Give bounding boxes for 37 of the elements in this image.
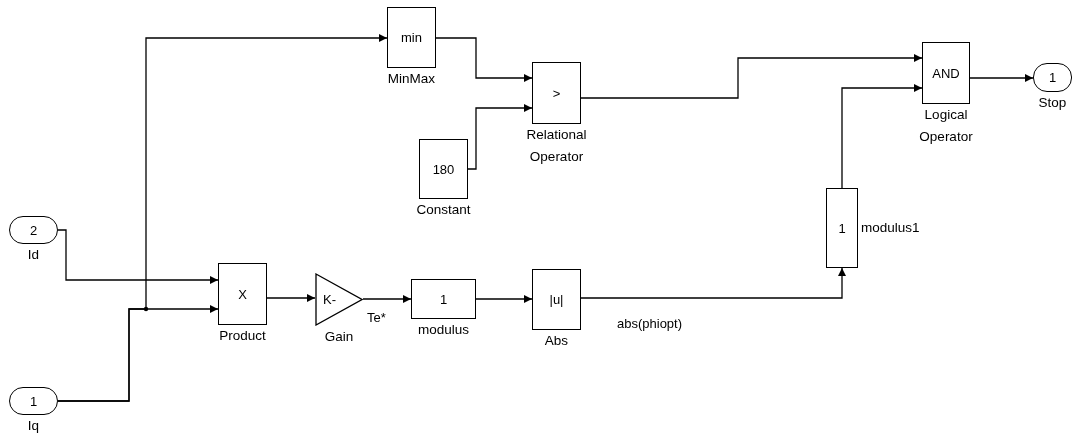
edge-label: abs(phiopt) [617,316,683,331]
block-label: Gain [323,328,355,346]
block-label: Product [218,327,267,345]
block-label: modulus [417,321,470,339]
block-label: Relational Operator [525,126,588,166]
block-label: Stop [1037,94,1068,112]
signal-line [580,267,846,299]
constant-block: 180 [419,139,468,199]
constant-gain-block: 1 [826,188,858,268]
signal-line [362,295,412,303]
product-block: X [218,263,267,325]
block-label: MinMax [386,70,437,88]
block-label: Iq [26,417,41,435]
relational-operator-block: > [532,62,581,124]
block-label: Id [26,246,41,264]
signal-line [467,104,533,170]
outport-block: 1 [1033,63,1072,92]
block-label: Abs [543,332,570,350]
signal-line [57,34,388,402]
signal-line [435,37,533,82]
signal-line [580,54,923,99]
signal-line [475,295,533,303]
edge-label: Te* [367,310,386,325]
signal-line [841,84,923,189]
block-label: modulus1 [861,219,921,237]
abs-block: |u| [532,269,581,330]
signal-line [969,74,1034,82]
block-label: Constant [415,201,472,219]
constant-gain-block: 1 [411,279,476,319]
block-label: Logical Operator [918,106,974,146]
gain-block: K- [315,273,363,326]
signal-line [57,229,219,284]
minmax-block: min [387,7,436,68]
inport-block: 2 [9,216,58,244]
inport-block: 1 [9,387,58,415]
signal-line [266,294,316,302]
logical-operator-block: AND [922,42,970,104]
